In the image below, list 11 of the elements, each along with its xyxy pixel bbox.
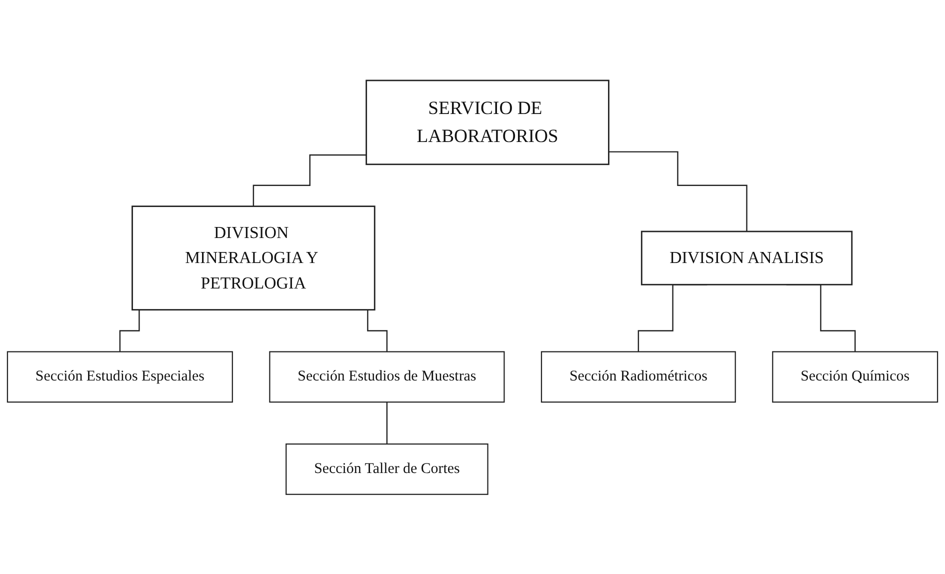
node-box: Sección Químicos [772,350,938,402]
node-box: Sección Taller de Cortes [286,443,488,494]
node-box: SERVICIO DE LABORATORIOS [366,79,610,165]
node-box: DIVISION ANALISIS [640,230,853,285]
connector [608,150,748,232]
connector [386,401,388,444]
node-box: DIVISION MINERALOGIA Y PETROLOGIA [132,205,376,310]
connector [252,154,366,206]
node-box: Sección Estudios de Muestras [269,350,505,402]
node-box: Sección Estudios Especiales [6,350,233,402]
node-box: Sección Radiométricos [540,350,736,402]
